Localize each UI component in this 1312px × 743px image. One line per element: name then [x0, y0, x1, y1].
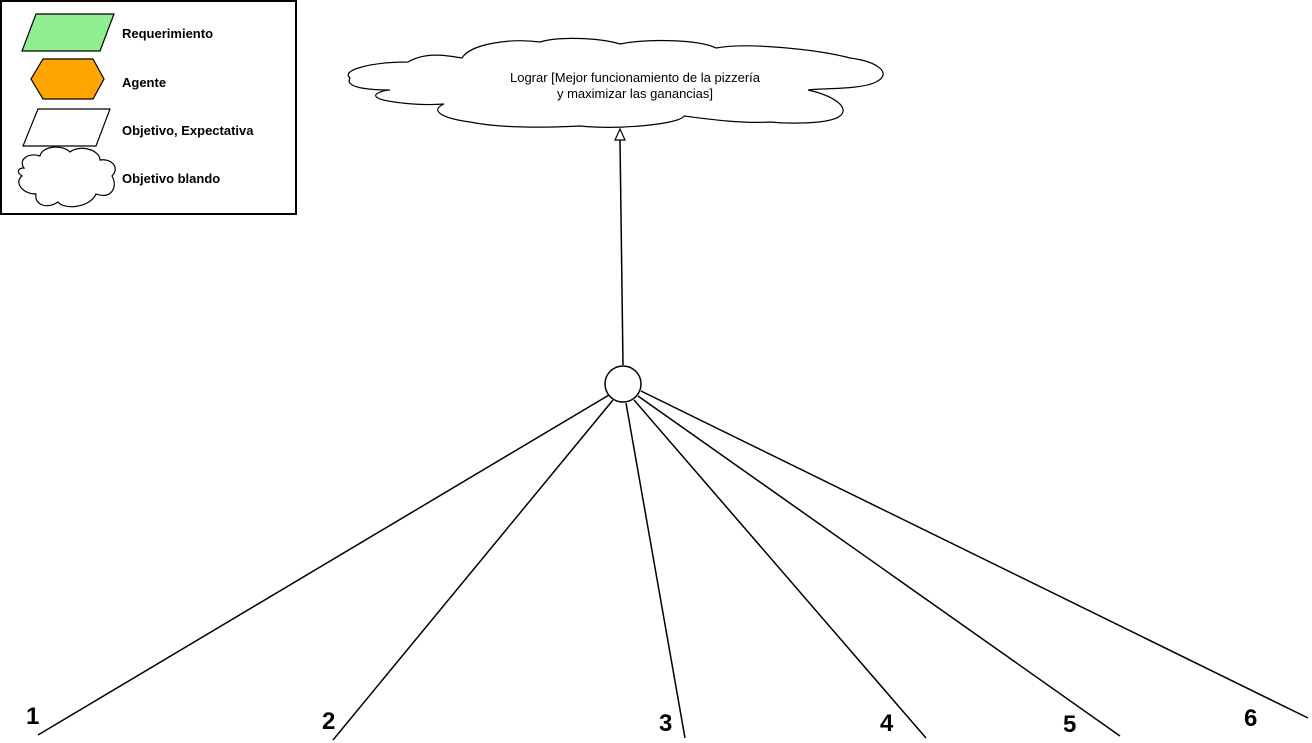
branch-line-2	[332, 399, 614, 741]
branch-label-4: 4	[880, 710, 894, 737]
branch-line-5	[637, 395, 1121, 737]
legend-requirement-shape	[21, 13, 115, 52]
soft-goal[interactable]: Lograr [Mejor funcionamiento de la pizze…	[347, 37, 884, 128]
branch-line-1	[37, 394, 610, 736]
legend-agent-shape	[30, 58, 105, 100]
soft-goal-cloud[interactable]	[347, 37, 884, 128]
refinement-node-circle[interactable]	[604, 365, 642, 403]
soft-goal-text-line1: Lograr [Mejor funcionamiento de la pizze…	[510, 70, 761, 85]
branch-links	[37, 390, 1309, 741]
branch-line-3	[625, 402, 686, 739]
legend-goal-shape	[22, 108, 111, 147]
legend-agent-label: Agente	[122, 75, 166, 90]
branch-labels: 1 2 3 4 5 6	[26, 703, 1257, 738]
refinement-arrowhead-icon	[614, 127, 626, 141]
refinement-link	[619, 139, 624, 366]
legend-soft-goal-label: Objetivo blando	[122, 171, 220, 186]
legend-goal-label: Objetivo, Expectativa	[122, 123, 254, 138]
branch-label-2: 2	[322, 708, 335, 735]
legend: Requerimiento Agente Objetivo, Expectati…	[0, 0, 297, 215]
legend-soft-goal-cloud-icon	[17, 146, 116, 208]
branch-label-1: 1	[26, 703, 39, 730]
branch-line-4	[633, 399, 927, 739]
branch-label-3: 3	[659, 710, 672, 737]
legend-requirement-label: Requerimiento	[122, 26, 213, 41]
soft-goal-text-line2: y maximizar las ganancias]	[557, 86, 713, 101]
branch-label-5: 5	[1063, 711, 1076, 738]
branch-line-6	[640, 390, 1309, 719]
branch-label-6: 6	[1244, 705, 1257, 732]
